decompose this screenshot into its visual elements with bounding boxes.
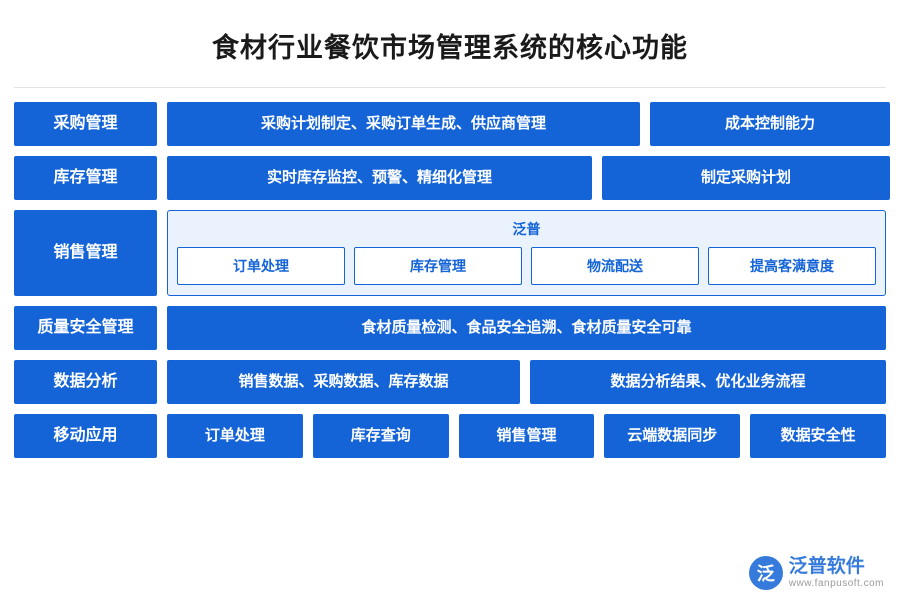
sales-item-inventory[interactable]: 库存管理	[354, 247, 522, 285]
sales-item-logistics[interactable]: 物流配送	[531, 247, 699, 285]
mobile-item-inventory-query[interactable]: 库存查询	[312, 414, 449, 458]
row-label-sales[interactable]: 销售管理	[14, 210, 157, 296]
row-detail-purchasing-1[interactable]: 采购计划制定、采购订单生成、供应商管理	[167, 102, 640, 146]
sales-subpanel-title: 泛普	[512, 221, 541, 237]
row-label-quality-safety[interactable]: 质量安全管理	[14, 306, 157, 350]
row-detail-inventory-1[interactable]: 实时库存监控、预警、精细化管理	[167, 156, 592, 200]
row-label-inventory[interactable]: 库存管理	[14, 156, 157, 200]
row-detail-purchasing-2[interactable]: 成本控制能力	[650, 102, 890, 146]
brand-url: www.fanpusoft.com	[788, 577, 884, 589]
feature-rows: 采购管理 采购计划制定、采购订单生成、供应商管理 成本控制能力 库存管理 实时库…	[0, 88, 900, 458]
watermark-text: 泛普软件 www.fanpusoft.com	[788, 556, 884, 589]
feature-row-purchasing: 采购管理 采购计划制定、采购订单生成、供应商管理 成本控制能力	[14, 102, 890, 146]
row-detail-quality-safety-1[interactable]: 食材质量检测、食品安全追溯、食材质量安全可靠	[167, 306, 886, 350]
page-title: 食材行业餐饮市场管理系统的核心功能	[212, 33, 688, 63]
feature-row-sales: 销售管理 泛普 订单处理 库存管理 物流配送 提高客满意度	[14, 210, 886, 296]
sales-item-satisfaction[interactable]: 提高客满意度	[708, 247, 876, 285]
row-detail-data-analysis-2[interactable]: 数据分析结果、优化业务流程	[530, 360, 886, 404]
row-label-purchasing[interactable]: 采购管理	[14, 102, 157, 146]
feature-row-data-analysis: 数据分析 销售数据、采购数据、库存数据 数据分析结果、优化业务流程	[14, 360, 886, 404]
sales-subpanel-items: 订单处理 库存管理 物流配送 提高客满意度	[177, 247, 876, 285]
row-label-data-analysis[interactable]: 数据分析	[14, 360, 157, 404]
watermark: 泛 泛普软件 www.fanpusoft.com	[748, 556, 884, 590]
mobile-item-cloud-sync[interactable]: 云端数据同步	[604, 414, 741, 458]
brand-name: 泛普软件	[788, 556, 865, 578]
feature-row-inventory: 库存管理 实时库存监控、预警、精细化管理 制定采购计划	[14, 156, 890, 200]
brand-logo-icon: 泛	[748, 556, 783, 590]
sales-item-order-processing[interactable]: 订单处理	[177, 247, 345, 285]
row-detail-data-analysis-1[interactable]: 销售数据、采购数据、库存数据	[167, 360, 520, 404]
feature-row-quality-safety: 质量安全管理 食材质量检测、食品安全追溯、食材质量安全可靠	[14, 306, 886, 350]
mobile-item-order-processing[interactable]: 订单处理	[167, 414, 303, 458]
row-detail-inventory-2[interactable]: 制定采购计划	[602, 156, 890, 200]
feature-row-mobile-app: 移动应用 订单处理 库存查询 销售管理 云端数据同步 数据安全性	[14, 414, 886, 458]
sales-subpanel: 泛普 订单处理 库存管理 物流配送 提高客满意度	[167, 210, 886, 296]
header-divider	[14, 87, 886, 88]
mobile-item-data-security[interactable]: 数据安全性	[750, 414, 886, 458]
mobile-item-sales-management[interactable]: 销售管理	[458, 414, 595, 458]
row-label-mobile-app[interactable]: 移动应用	[14, 414, 157, 458]
